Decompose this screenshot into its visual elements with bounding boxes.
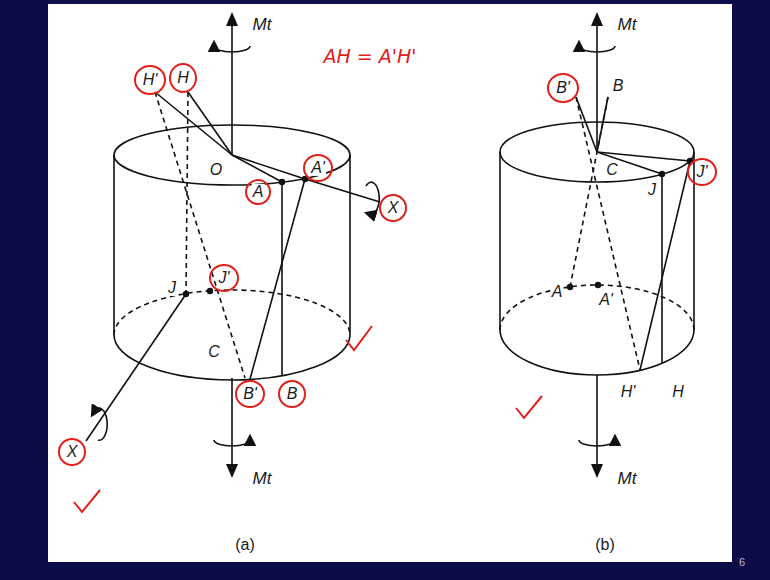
point-label: O xyxy=(209,162,223,178)
point-label: B' xyxy=(555,80,571,96)
axis-label: X xyxy=(387,200,400,216)
torque-label: Mt xyxy=(252,16,273,33)
slide-number: 6 xyxy=(739,557,745,568)
red-annotation xyxy=(59,64,716,512)
point-label: A' xyxy=(598,292,614,308)
point-label: C xyxy=(605,162,619,178)
panel-caption: (b) xyxy=(595,537,615,553)
point-label: J xyxy=(167,280,177,296)
point-label: A' xyxy=(310,160,326,176)
handwritten-note: AH = A'H' xyxy=(323,47,416,66)
point-label: A xyxy=(551,284,564,300)
point-label: H xyxy=(176,70,190,86)
point-label: H' xyxy=(620,384,637,400)
point-label: J' xyxy=(217,270,230,286)
point-label: B xyxy=(612,78,625,94)
point-label: A xyxy=(252,184,265,200)
point-label: H xyxy=(671,384,685,400)
torque-label: Mt xyxy=(617,470,638,487)
torque-label: Mt xyxy=(252,470,273,487)
panel-caption: (a) xyxy=(235,537,255,553)
point-label: B xyxy=(286,386,299,402)
point-label: H' xyxy=(142,72,159,88)
axis-label: X xyxy=(66,444,79,460)
point-label: J xyxy=(647,182,657,198)
point-label: J' xyxy=(695,164,708,180)
point-label: B' xyxy=(242,386,258,402)
torque-label: Mt xyxy=(617,16,638,33)
point-label: C xyxy=(207,344,221,360)
